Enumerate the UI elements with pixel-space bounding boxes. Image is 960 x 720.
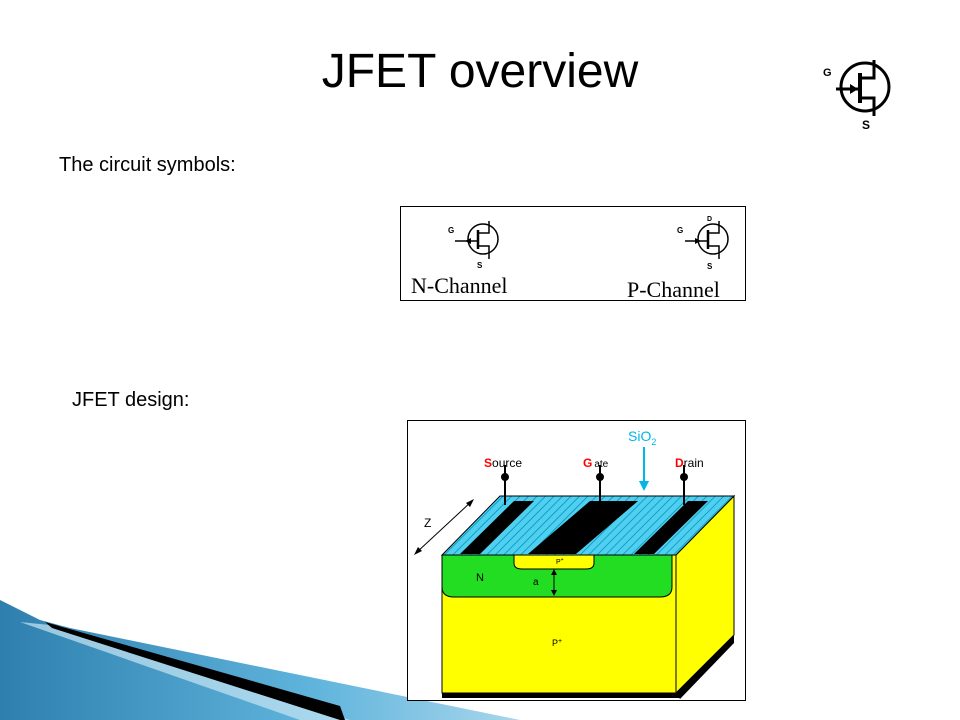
a-label: a (533, 577, 539, 588)
a-arrow-bottom (551, 590, 557, 596)
drain-terminal-label: Drain (675, 456, 704, 470)
corner-swoosh (0, 600, 520, 720)
source-terminal-label: Source (484, 456, 522, 470)
circuit-symbols-label: The circuit symbols: (59, 154, 236, 176)
source-electrode (460, 501, 534, 554)
n-symbol-circle (467, 223, 499, 255)
jfet-symbol-icon: G S (823, 60, 891, 132)
p-symbol-source-lead (708, 245, 720, 259)
symbol-circle (839, 61, 891, 113)
p-gate-region (513, 554, 595, 570)
gate-pad (596, 473, 604, 481)
drain-electrode (634, 501, 708, 554)
p-symbol-drain-label: D (707, 216, 712, 223)
oxide-label: SiO2 (628, 428, 656, 447)
n-channel-symbol-icon: G S (448, 221, 499, 269)
z-arrow-start (414, 547, 422, 555)
a-arrow-top (551, 569, 557, 575)
symbol-gate-arrow (850, 84, 858, 94)
jfet-design-label: JFET design: (72, 389, 190, 411)
corner-decoration (0, 600, 520, 720)
symbol-source-lead (860, 96, 876, 116)
p-channel-symbol-icon: G D S (677, 216, 729, 271)
p-symbol-circle (697, 223, 729, 255)
n-region (441, 554, 673, 598)
n-region-label: N (476, 572, 484, 584)
p-substrate-label: P+ (552, 638, 562, 648)
substrate-shadow (676, 635, 734, 699)
n-symbol-source-lead (478, 245, 490, 259)
substrate-bottom-shadow (442, 693, 680, 698)
n-channel-label: N-Channel (411, 273, 508, 298)
gate-electrode (528, 501, 638, 554)
n-symbol-gate-arrow (465, 238, 471, 244)
corner-dark-stroke (45, 622, 345, 720)
n-symbol-source-label: S (477, 261, 483, 269)
drain-pad (680, 473, 688, 481)
symbol-drain-lead (860, 60, 876, 80)
p-symbol-gate-label: G (677, 226, 683, 235)
circuit-symbols-figure: G S N-Channel G D S P-Channel (400, 206, 746, 302)
oxide-arrow-head (639, 481, 649, 491)
p-symbol-source-label: S (707, 262, 713, 271)
z-arrow-end (466, 499, 474, 507)
z-label: Z (424, 516, 431, 530)
p-gate-label: P+ (556, 557, 564, 566)
p-symbol-drain-lead (708, 221, 720, 234)
z-dimension-line (415, 500, 473, 554)
symbol-source-label: S (862, 118, 870, 132)
source-pad (501, 473, 509, 481)
symbol-gate-label: G (823, 67, 832, 79)
p-channel-label: P-Channel (627, 277, 720, 302)
n-symbol-drain-lead (478, 221, 490, 234)
page-title: JFET overview (321, 45, 639, 98)
p-symbol-gate-arrow (695, 238, 701, 244)
n-symbol-gate-label: G (448, 226, 454, 235)
